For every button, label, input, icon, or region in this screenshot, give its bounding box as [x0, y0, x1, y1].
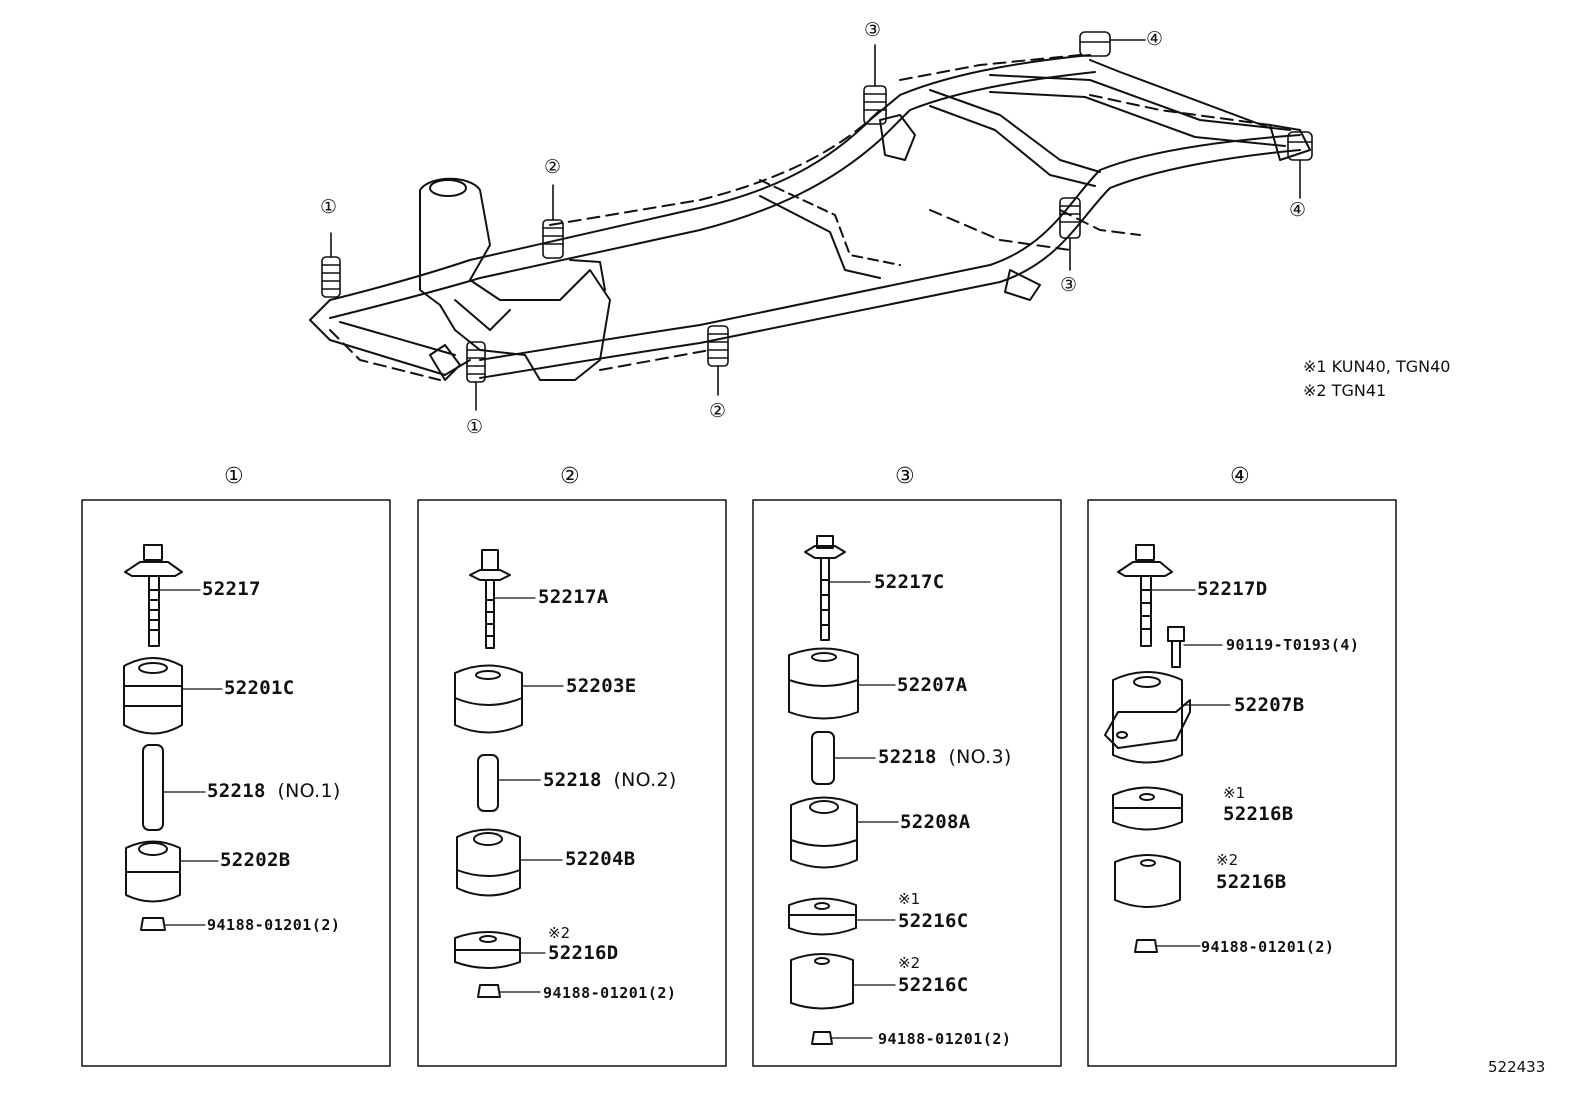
frame-mounts	[321, 31, 1313, 411]
part-52207A: 52207A	[897, 674, 968, 696]
mark-1-box4: ※1	[1223, 784, 1246, 802]
part-52216C-2: 52216C	[898, 974, 969, 996]
part-52201C: 52201C	[224, 677, 295, 699]
frame-drawing	[309, 54, 1311, 381]
group-3-header: ③	[895, 464, 915, 489]
box2-parts	[454, 549, 564, 998]
callout-4-right: ④	[1289, 199, 1307, 221]
part-52208A: 52208A	[900, 811, 971, 833]
mark-2-box2: ※2	[548, 924, 571, 942]
group-1-header: ①	[224, 464, 244, 489]
part-52217: 52217	[202, 578, 261, 600]
group-boxes	[81, 499, 1397, 1067]
mark-2-box3: ※2	[898, 954, 921, 972]
part-52204B: 52204B	[565, 848, 636, 870]
box3-parts	[788, 535, 899, 1045]
callout-4-left: ④	[1146, 28, 1164, 50]
part-52218-no2: 52218 (NO.2)	[543, 769, 677, 791]
callout-1-front: ①	[320, 196, 338, 218]
part-94188-01201-box3: 94188-01201(2)	[878, 1030, 1012, 1048]
legend-note-1: ※1 KUN40, TGN40	[1303, 357, 1451, 376]
part-94188-01201-box4: 94188-01201(2)	[1201, 938, 1335, 956]
group-2-header: ②	[560, 464, 580, 489]
mark-2-box4: ※2	[1216, 851, 1239, 869]
part-52216D: 52216D	[548, 942, 619, 964]
part-52216C-1: 52216C	[898, 910, 969, 932]
callout-3-left: ③	[864, 19, 882, 41]
mark-1-box3: ※1	[898, 890, 921, 908]
part-94188-01201-box1: 94188-01201(2)	[207, 916, 341, 934]
part-90119-T0193: 90119-T0193(4)	[1226, 636, 1360, 654]
part-52217A: 52217A	[538, 586, 609, 608]
legend-note-2: ※2 TGN41	[1303, 381, 1387, 400]
part-52217C: 52217C	[874, 571, 945, 593]
part-52216B-1: 52216B	[1223, 803, 1294, 825]
callout-2-right: ②	[709, 400, 727, 422]
part-52217D: 52217D	[1197, 578, 1268, 600]
callout-3-right: ③	[1060, 274, 1078, 296]
group-4-header: ④	[1230, 464, 1250, 489]
part-52203E: 52203E	[566, 675, 637, 697]
part-52202B: 52202B	[220, 849, 291, 871]
diagram-id: 522433	[1488, 1058, 1546, 1076]
callout-2-left: ②	[544, 156, 562, 178]
callout-1-rear: ①	[466, 416, 484, 438]
part-94188-01201-box2: 94188-01201(2)	[543, 984, 677, 1002]
box4-parts	[1104, 544, 1231, 953]
box1-parts	[123, 544, 223, 931]
part-52216B-2: 52216B	[1216, 871, 1287, 893]
part-52218-no1: 52218 (NO.1)	[207, 780, 341, 802]
part-52207B: 52207B	[1234, 694, 1305, 716]
part-52218-no3: 52218 (NO.3)	[878, 746, 1012, 768]
